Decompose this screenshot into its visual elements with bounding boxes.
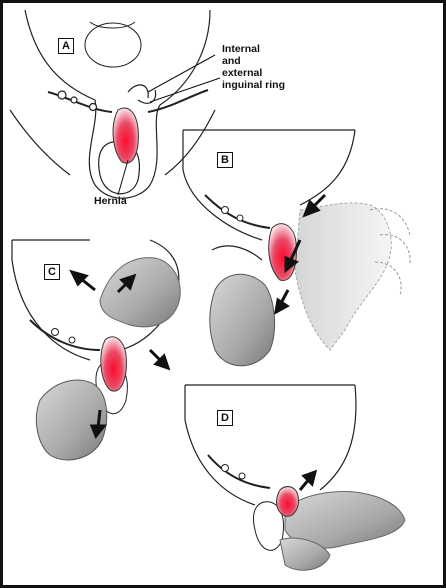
hernia-bulge-b xyxy=(268,223,297,281)
hernia-bulge-d xyxy=(276,486,299,517)
panel-b-drawing xyxy=(182,129,411,367)
hernia-label: Hernia xyxy=(94,195,127,207)
arrows-d xyxy=(298,469,318,491)
hernia-bulge-c xyxy=(100,336,127,392)
ring-label-line-1: Internal xyxy=(222,43,260,55)
ring-label-line-2: and xyxy=(222,55,241,67)
panel-a-drawing xyxy=(9,9,216,199)
panel-label-d: D xyxy=(217,410,233,426)
ring-label-line-3: external xyxy=(222,67,263,79)
panel-label-a: A xyxy=(58,38,74,54)
hernia-bulge-a xyxy=(112,107,139,164)
ring-callout: Internal and external inguinal ring xyxy=(222,43,285,91)
arrows-b xyxy=(274,193,327,315)
panel-d-drawing xyxy=(184,384,406,571)
arrows-c xyxy=(69,269,171,439)
panel-label-c: C xyxy=(44,264,60,280)
panel-label-b: B xyxy=(217,152,233,168)
ring-label-line-4: inguinal ring xyxy=(222,79,285,91)
